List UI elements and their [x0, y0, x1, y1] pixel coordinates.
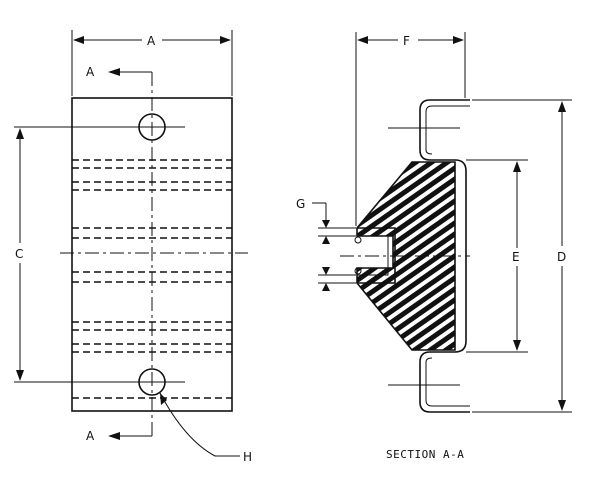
dim-label-c: C	[15, 247, 23, 261]
section-label-bottom: A	[86, 429, 95, 443]
dim-label-d: D	[557, 250, 566, 264]
section-cut-top: A	[86, 65, 152, 79]
section-label-top: A	[86, 65, 95, 79]
section-view	[340, 99, 470, 413]
dimension-c: C	[15, 128, 24, 381]
dimension-g: G	[296, 197, 356, 291]
dimension-e: E	[466, 159, 528, 353]
dimension-f: F	[355, 32, 466, 226]
dim-label-e: E	[512, 250, 520, 264]
section-cut-bottom: A	[86, 429, 152, 443]
dimension-d: D	[472, 99, 572, 413]
dim-label-f: F	[403, 34, 410, 48]
section-caption: SECTION A-A	[386, 448, 464, 461]
dimension-a: A	[71, 30, 233, 96]
leader-h: H	[159, 392, 252, 464]
dim-label-h: H	[243, 450, 252, 464]
front-view	[14, 72, 248, 438]
dim-label-g: G	[296, 197, 305, 211]
dim-label-a: A	[147, 34, 156, 48]
